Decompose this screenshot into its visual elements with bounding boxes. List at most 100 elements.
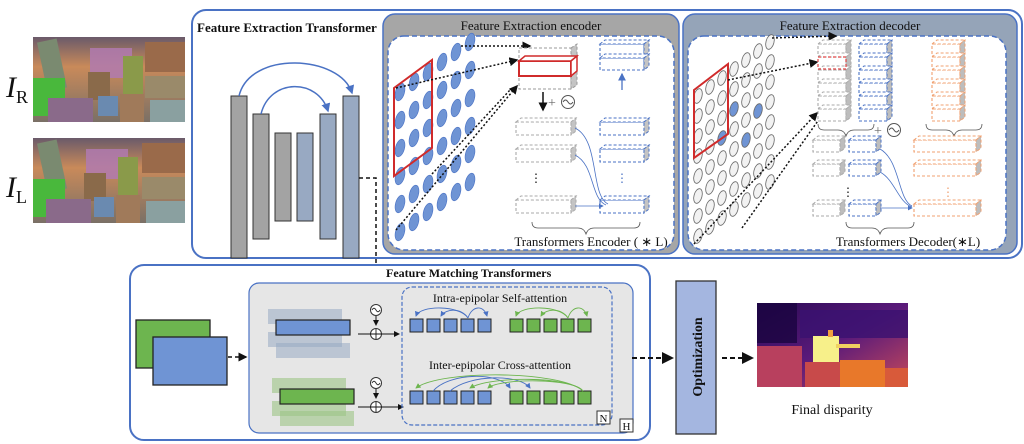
final-disparity-caption: Final disparity [791,403,872,418]
left-token [543,318,558,333]
patch-token [729,181,739,197]
cross-attn-positional-encoding [358,377,404,413]
patch-token [729,201,739,217]
patch-token [693,208,703,224]
left-stereo-image [33,138,185,223]
patch-token [729,81,739,97]
patch-token [753,123,763,139]
right-token [426,390,441,405]
patch-token [693,168,703,184]
patch-token [693,188,703,204]
patch-token [741,172,751,188]
optimization-block: Optimization [675,280,717,435]
right-token [460,318,475,333]
encoder-input-blocks [514,116,578,215]
patch-token [408,212,420,232]
patch-token [765,74,775,90]
skip-connection-inner [260,85,331,115]
patch-token [717,190,727,206]
feature-extraction-transformer-panel: Feature Extraction Transformer Feature E… [191,9,1023,259]
feature-matching-transformers-panel: Feature Matching Transformers [129,264,651,441]
patch-token [450,182,462,202]
patch-token [753,43,763,59]
encoder-layer-blocks [598,38,651,215]
patch-token [765,154,775,170]
patch-token [436,192,448,212]
patch-token [717,170,727,186]
cross-attention-label: Inter-epipolar Cross-attention [429,358,571,372]
patch-token [705,79,715,95]
encoder-bar-1 [230,95,248,259]
patch-token [693,228,703,244]
right-token [477,318,492,333]
final-disparity-map [757,303,908,387]
encoder-token-stack [516,43,580,90]
patch-token [450,126,462,146]
patch-token [729,141,739,157]
patch-token [450,98,462,118]
feature-extraction-encoder-panel: Feature Extraction encoder + [382,13,680,255]
positional-encoding-icon [561,95,575,109]
left-token [560,318,575,333]
patch-token [464,144,476,164]
decoder-title: Feature Extraction decoder [780,18,921,33]
svg-text:⋮: ⋮ [530,171,542,185]
patch-token [765,114,775,130]
patch-token [705,119,715,135]
patch-token [765,134,775,150]
patch-token [765,174,775,190]
patch-token [741,112,751,128]
patch-token [741,192,751,208]
left-token [543,390,558,405]
patch-token [741,152,751,168]
patch-token [464,60,476,80]
patch-token [436,136,448,156]
patch-token [422,174,434,194]
patch-token [408,100,420,120]
left-token [577,318,592,333]
decoder-bar-3 [342,95,360,259]
patch-token [450,42,462,62]
patch-token [717,150,727,166]
patch-token [436,164,448,184]
self-attention-label: Intra-epipolar Self-attention [433,291,567,305]
patch-token [753,103,763,119]
right-token [460,390,475,405]
left-token [577,390,592,405]
left-image-label: IL [5,171,27,207]
unet-backbone [230,62,360,259]
decoder-add-icon: + [874,124,882,139]
right-token [409,318,424,333]
self-attn-positional-encoding [358,304,400,340]
patch-token [394,138,406,158]
right-token [443,318,458,333]
patch-token [408,184,420,204]
patch-token [717,210,727,226]
encoder-caption: Transformers Encoder ( ∗ L) [514,234,667,249]
cross-attention-tokens [409,390,592,405]
skip-connection-outer [238,62,355,97]
patch-token [705,159,715,175]
patch-token [717,70,727,86]
right-token [477,390,492,405]
patch-token [765,54,775,70]
patch-token [729,161,739,177]
left-token [509,390,524,405]
encoder-title: Feature Extraction encoder [461,18,602,33]
encoder-patch-window [393,58,433,178]
optimization-label: Optimization [691,317,706,397]
feature-extraction-decoder-panel: Feature Extraction decoder + ⋮ ⋮ [682,13,1018,255]
patch-token [741,92,751,108]
patch-token [753,83,763,99]
right-stereo-image [33,37,185,122]
decoder-patch-grid [693,34,775,244]
right-image-label: IR [5,71,28,107]
decoder-bar-2 [319,113,337,240]
encoder-bar-2 [252,113,270,240]
left-token [526,318,541,333]
patch-token [705,199,715,215]
repeat-n-label: N [600,413,608,425]
left-token [560,390,575,405]
decoder-caption: Transformers Decoder(∗L) [836,234,980,249]
